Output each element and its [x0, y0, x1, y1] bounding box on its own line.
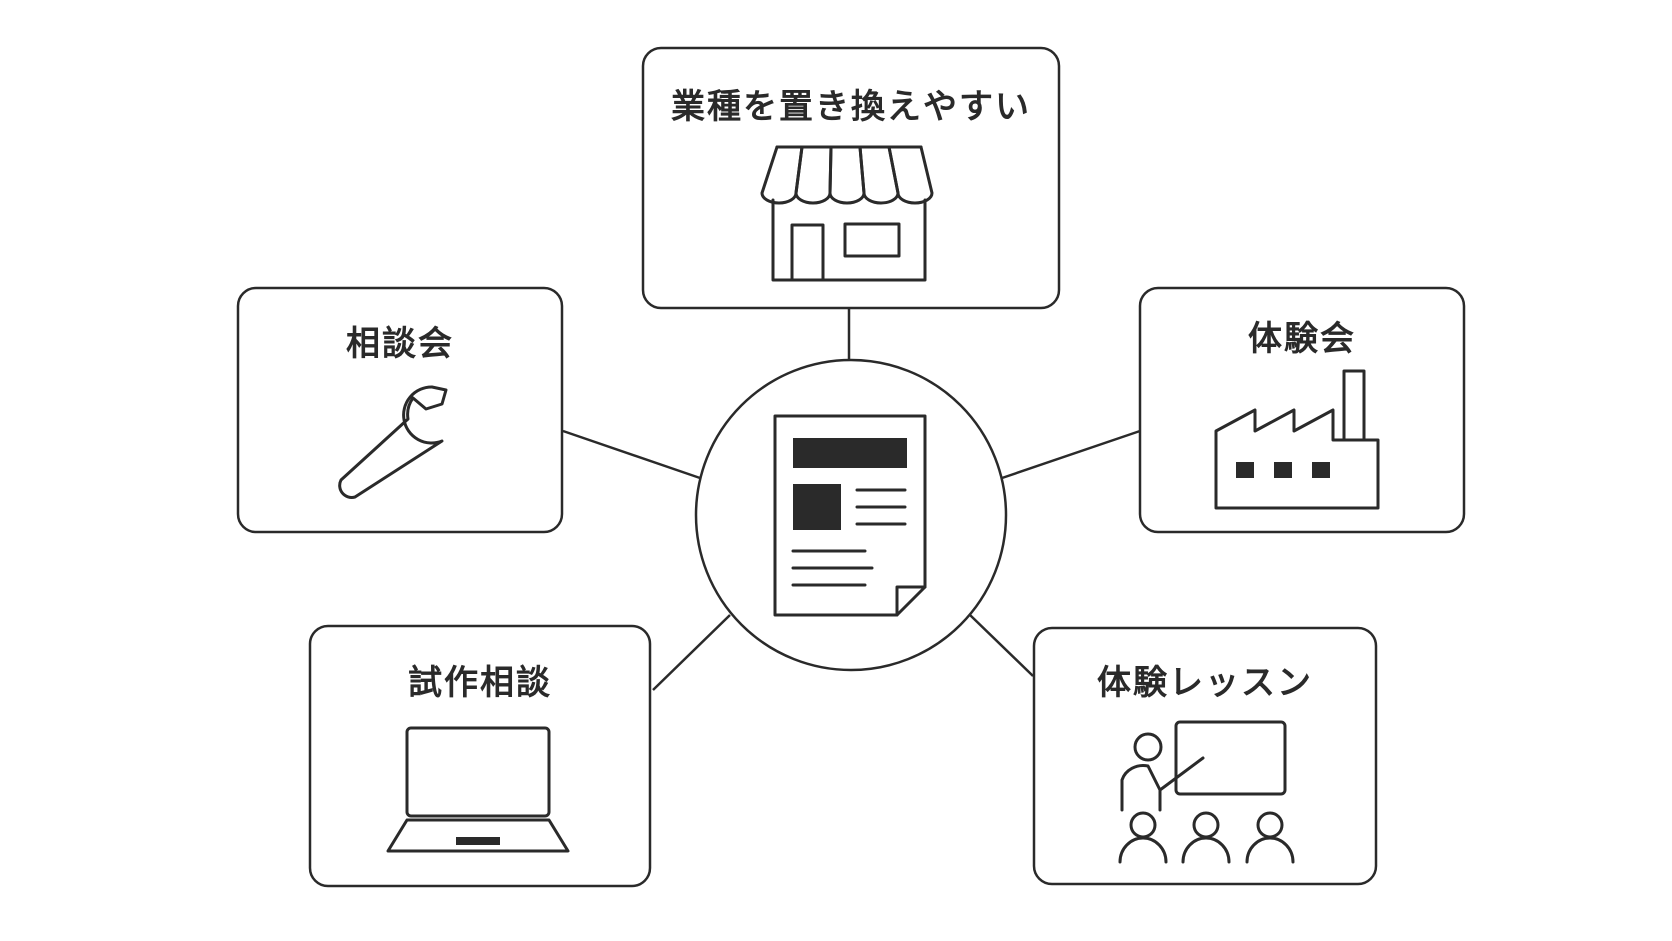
storefront-icon — [760, 145, 934, 282]
node-left-upper: 相談会 — [236, 286, 564, 534]
connector-left-upper — [562, 429, 701, 480]
newspaper-flyer-icon — [773, 414, 927, 617]
connector-left-lower — [652, 614, 731, 691]
node-left-upper-box — [236, 286, 564, 534]
center-hub — [694, 358, 1008, 672]
node-top: 業種を置き換えやすい — [641, 46, 1061, 310]
wrench-icon — [338, 385, 448, 499]
node-right-lower-label: 体験レッスン — [1097, 663, 1313, 703]
factory-icon — [1214, 369, 1380, 510]
connector-right-lower — [969, 614, 1034, 677]
presentation-lesson-icon — [1118, 720, 1295, 864]
node-left-lower-box — [308, 624, 652, 888]
node-right-lower-box — [1032, 626, 1378, 886]
node-right-upper-label: 体験会 — [1248, 319, 1356, 359]
node-right-upper: 体験会 — [1138, 286, 1466, 534]
connector-right-upper — [1001, 429, 1141, 480]
laptop-icon — [386, 726, 570, 853]
node-left-lower: 試作相談 — [308, 624, 652, 888]
center-circle — [694, 358, 1008, 672]
node-left-lower-label: 試作相談 — [408, 663, 552, 703]
node-top-box — [641, 46, 1061, 310]
node-right-lower: 体験レッスン — [1032, 626, 1378, 886]
node-right-upper-box — [1138, 286, 1466, 534]
connectors — [562, 307, 1141, 691]
node-left-upper-label: 相談会 — [346, 324, 454, 364]
node-top-label: 業種を置き換えやすい — [671, 87, 1031, 127]
